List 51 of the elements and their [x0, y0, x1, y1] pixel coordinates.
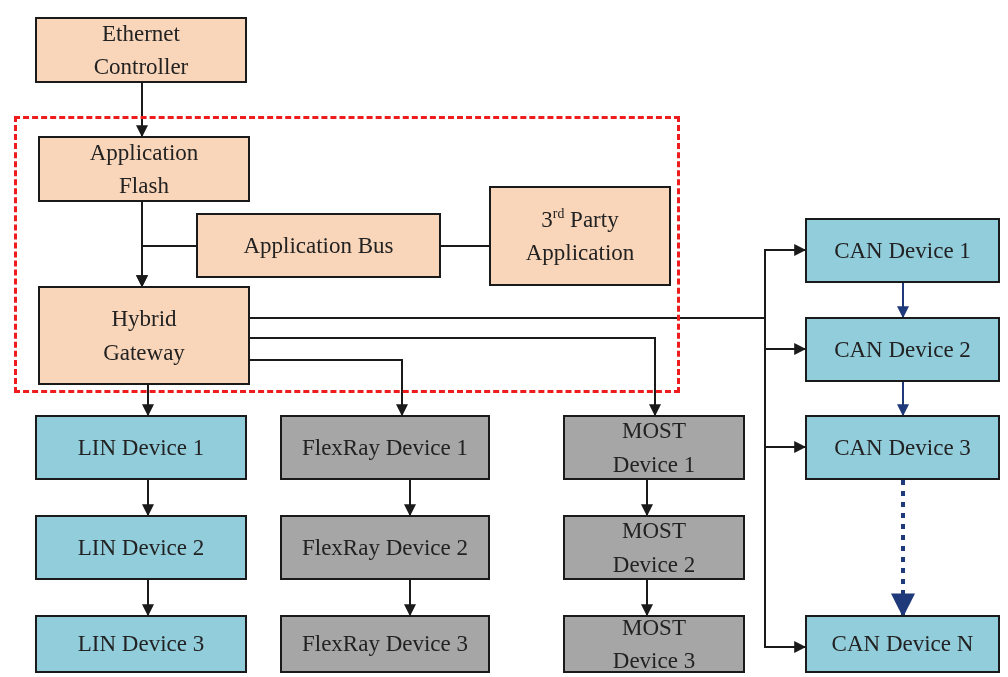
box-label: Application Flash [88, 138, 200, 200]
process-box [805, 415, 1000, 480]
process-box [563, 615, 745, 673]
dashed-region-box [14, 116, 680, 393]
box-label: CAN Device 2 [833, 335, 972, 364]
box-label: LIN Device 1 [76, 433, 206, 462]
box-label: FlexRay Device 2 [300, 533, 470, 562]
process-box [35, 415, 247, 480]
box-label: Ethernet Controller [92, 19, 190, 81]
arrow [136, 245, 197, 288]
box-label: MOST Device 1 [611, 417, 697, 479]
box-label: CAN Device 1 [833, 236, 972, 265]
box-label: FlexRay Device 3 [300, 630, 470, 659]
arrow [249, 337, 661, 417]
arrow [891, 480, 915, 618]
box-label: CAN Device 3 [833, 433, 972, 462]
process-box [805, 218, 1000, 283]
process-box [280, 415, 490, 480]
box-label: MOST Device 3 [611, 613, 697, 675]
arrow [249, 359, 408, 417]
process-box [35, 17, 247, 83]
process-box [489, 186, 671, 286]
arrow [404, 479, 416, 517]
box-label: MOST Device 2 [611, 517, 697, 579]
box-label: Hybrid Gateway [102, 305, 186, 367]
arrow [897, 282, 909, 319]
process-box [563, 415, 745, 480]
arrow [142, 579, 154, 617]
arrow [404, 579, 416, 617]
process-box [35, 615, 247, 673]
box-label: LIN Device 2 [76, 533, 206, 562]
process-box [280, 515, 490, 580]
process-box [280, 615, 490, 673]
arrow [136, 82, 148, 138]
arrow [897, 381, 909, 417]
box-label: Application Bus [242, 231, 395, 260]
arrow [142, 479, 154, 517]
process-box [38, 136, 250, 202]
process-box [563, 515, 745, 580]
box-label: FlexRay Device 1 [300, 433, 470, 462]
arrow [142, 384, 154, 417]
box-label: 3$^{rd}$ Party Application [524, 205, 636, 267]
box-label: CAN Device N [830, 630, 975, 659]
process-box [38, 286, 250, 385]
process-box [35, 515, 247, 580]
arrow [641, 479, 653, 517]
process-box [805, 317, 1000, 382]
arrow [641, 579, 653, 617]
process-box [805, 615, 1000, 673]
box-label: LIN Device 3 [76, 630, 206, 659]
process-box [196, 213, 441, 278]
